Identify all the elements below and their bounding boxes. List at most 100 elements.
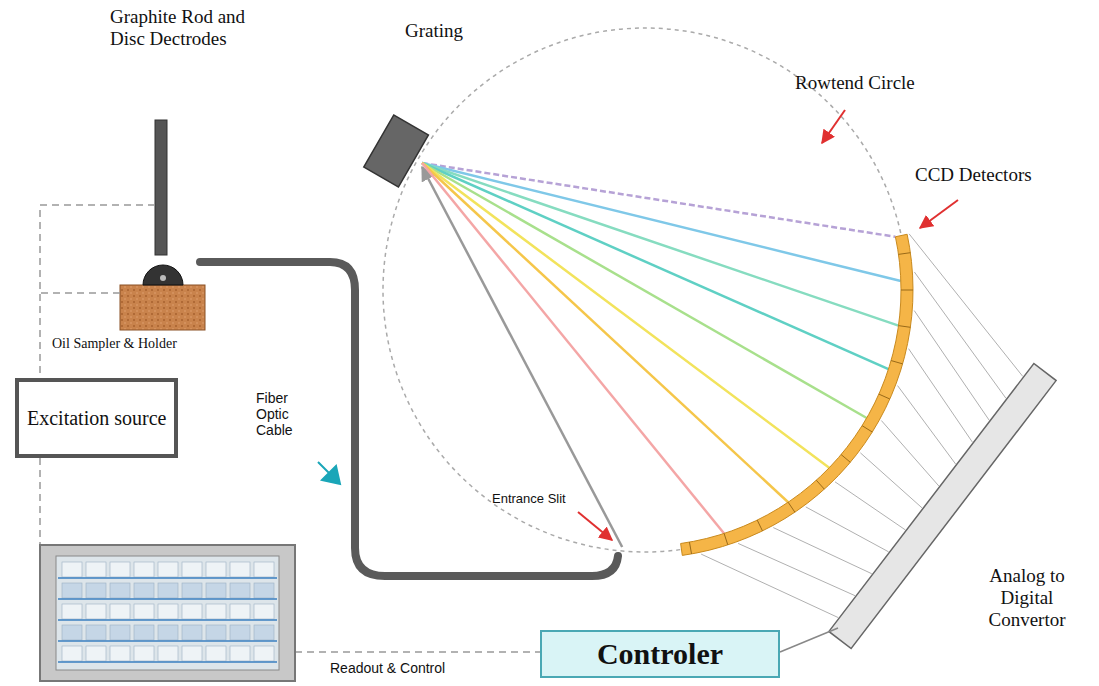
ccd-segment <box>841 455 850 463</box>
screen-cell <box>62 646 82 661</box>
ccd-segment <box>724 533 728 544</box>
ccd-segment <box>689 542 691 554</box>
screen-cell <box>62 583 82 598</box>
dispersed-ray <box>422 163 867 418</box>
screen-cell <box>110 646 130 661</box>
signal-wire <box>773 528 872 574</box>
screen-cell <box>158 646 178 661</box>
screen-cell <box>158 604 178 619</box>
ccd-segment <box>788 502 795 512</box>
screen-row <box>58 661 277 663</box>
ccd-segment <box>901 290 913 291</box>
signal-wire <box>738 543 855 595</box>
part-label: Fiber Optic Cable <box>256 390 318 438</box>
screen-cell <box>230 583 250 598</box>
signal-wire <box>898 386 956 465</box>
screen-cell <box>182 625 202 640</box>
control-line <box>295 651 540 653</box>
screen-cell <box>206 625 226 640</box>
screen-cell <box>182 646 202 661</box>
source-box: Excitation source <box>15 378 178 458</box>
dispersed-ray <box>422 163 829 468</box>
disc-axle <box>160 275 166 281</box>
pointer-arrow <box>822 110 845 143</box>
sample-holder <box>120 285 205 330</box>
screen-cell <box>182 583 202 598</box>
signal-wire <box>909 349 973 443</box>
screen-cell <box>110 562 130 577</box>
screen-cell <box>230 562 250 577</box>
incident-ray <box>422 167 622 547</box>
dispersed-ray <box>422 163 788 502</box>
screen-cell <box>254 604 274 619</box>
monitor-screen <box>56 556 279 670</box>
screen-cell <box>62 604 82 619</box>
cable-pointer <box>318 462 340 484</box>
screen-cell <box>158 625 178 640</box>
screen-cell <box>134 646 154 661</box>
signal-wire <box>881 421 939 487</box>
part-label: Oil Sampler & Holder <box>52 336 232 352</box>
ccd-segment <box>757 520 762 531</box>
screen-cell <box>86 646 106 661</box>
control-line <box>40 292 120 294</box>
screen-cell <box>230 625 250 640</box>
screen-cell <box>86 562 106 577</box>
screen-cell <box>254 562 274 577</box>
monitor-frame <box>40 545 295 681</box>
part-label: Graphite Rod and Disc Dectrodes <box>110 6 260 50</box>
screen-cell <box>86 583 106 598</box>
ccd-segment <box>862 426 872 432</box>
screen-cell <box>62 625 82 640</box>
screen-row <box>58 619 277 621</box>
dispersed-ray <box>422 163 898 326</box>
signal-wire <box>835 482 905 530</box>
screen-cell <box>230 604 250 619</box>
screen-cell <box>206 646 226 661</box>
screen-cell <box>206 604 226 619</box>
screen-cell <box>110 604 130 619</box>
control-line <box>39 458 41 545</box>
screen-cell <box>230 646 250 661</box>
part-label: Grating <box>405 20 495 42</box>
pointer-arrow <box>920 200 958 228</box>
screen-cell <box>62 562 82 577</box>
pointer-arrow <box>578 512 612 540</box>
signal-wire <box>914 272 1006 398</box>
screen-cell <box>110 583 130 598</box>
screen-cell <box>206 562 226 577</box>
ccd-segment <box>891 361 903 364</box>
node-text: Excitation source <box>27 407 166 430</box>
ccd-segment <box>899 253 911 255</box>
screen-cell <box>134 562 154 577</box>
signal-wire <box>914 311 989 421</box>
signal-wire <box>860 453 922 508</box>
signal-wire <box>909 234 1023 377</box>
screen-cell <box>134 604 154 619</box>
screen-cell <box>110 625 130 640</box>
ccd-segment <box>816 480 824 489</box>
ccd-segment <box>899 326 911 328</box>
screen-cell <box>182 604 202 619</box>
screen-row <box>58 598 277 600</box>
dispersed-ray <box>422 163 724 533</box>
signal-wire <box>806 507 889 552</box>
adc-link <box>780 628 838 652</box>
screen-cell <box>254 646 274 661</box>
ccd-array <box>681 234 913 555</box>
screen-row <box>58 640 277 642</box>
screen-cell <box>254 625 274 640</box>
screen-cell <box>134 583 154 598</box>
dispersed-ray <box>422 163 895 237</box>
fiber-optic-cable <box>200 262 618 576</box>
screen-cell <box>182 562 202 577</box>
controller-box: Controler <box>540 630 780 678</box>
screen-cell <box>86 625 106 640</box>
disc-electrode <box>143 265 183 285</box>
screen-cell <box>158 562 178 577</box>
control-line <box>40 205 155 378</box>
ccd-segment <box>879 394 890 399</box>
signal-wire <box>701 554 838 618</box>
part-label: Readout & Control <box>330 660 490 676</box>
screen-cell <box>86 604 106 619</box>
